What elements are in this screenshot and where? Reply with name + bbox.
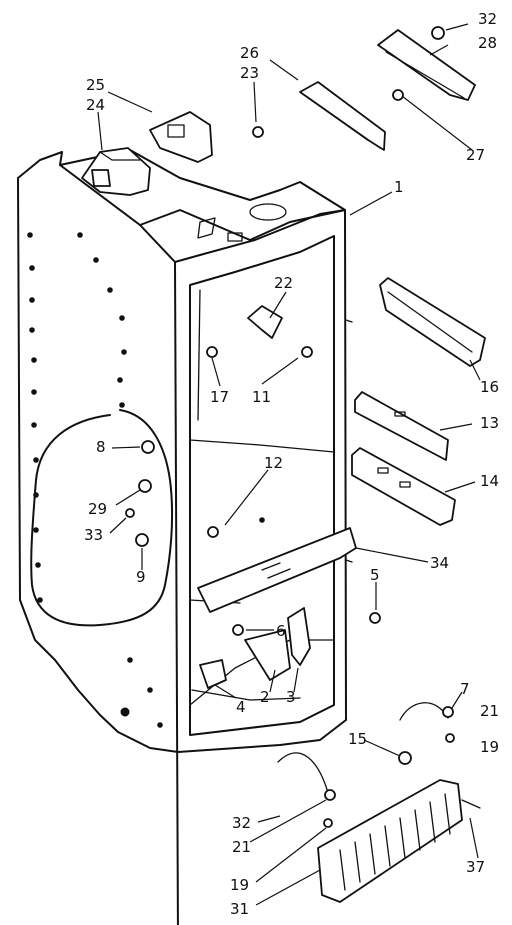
callout-9: 9 bbox=[136, 568, 146, 586]
callout-31: 31 bbox=[230, 900, 249, 918]
part-shelf-16 bbox=[379, 277, 486, 367]
callout-labels: 32 28 26 23 25 24 27 1 22 16 17 11 13 8 … bbox=[84, 10, 499, 918]
part-bracket-28 bbox=[377, 26, 476, 101]
callout-21-right: 21 bbox=[480, 702, 499, 720]
callout-33: 33 bbox=[84, 526, 103, 544]
callout-8: 8 bbox=[96, 438, 106, 456]
detail-outline bbox=[30, 409, 174, 627]
callout-25: 25 bbox=[86, 76, 105, 94]
callout-14: 14 bbox=[480, 472, 499, 490]
callout-19-left: 19 bbox=[230, 876, 249, 894]
callout-30: 32 bbox=[478, 10, 497, 28]
callout-6: 6 bbox=[276, 622, 286, 640]
callout-23: 23 bbox=[240, 64, 259, 82]
part-switch-3 bbox=[287, 607, 311, 666]
part-screws bbox=[125, 89, 404, 636]
part-bracket-22 bbox=[247, 305, 283, 339]
callout-26: 26 bbox=[240, 44, 259, 62]
callout-11: 11 bbox=[252, 388, 271, 406]
leader-lines bbox=[97, 23, 481, 906]
callout-4: 4 bbox=[236, 698, 246, 716]
callout-16: 16 bbox=[480, 378, 499, 396]
callout-1: 1 bbox=[394, 178, 404, 196]
callout-32: 32 bbox=[232, 814, 251, 832]
part-cover-2 bbox=[244, 629, 291, 681]
callout-22: 22 bbox=[274, 274, 293, 292]
callout-3: 3 bbox=[286, 688, 296, 706]
part-bracket-25 bbox=[149, 111, 213, 163]
callout-28: 28 bbox=[478, 34, 497, 52]
callout-34: 34 bbox=[430, 554, 449, 572]
part-bracket-24 bbox=[81, 147, 151, 196]
callout-17: 17 bbox=[210, 388, 229, 406]
callout-12: 12 bbox=[264, 454, 283, 472]
callout-24: 24 bbox=[86, 96, 105, 114]
part-bracket-26 bbox=[299, 81, 386, 151]
callout-29: 29 bbox=[88, 500, 107, 518]
callout-27: 27 bbox=[466, 146, 485, 164]
callout-13: 13 bbox=[480, 414, 499, 432]
part-bracket-4 bbox=[199, 659, 227, 689]
refrigerator-cabinet bbox=[17, 149, 353, 925]
part-shelf-13 bbox=[354, 391, 449, 461]
part-heater-31 bbox=[277, 702, 481, 903]
callout-2: 2 bbox=[260, 688, 270, 706]
callout-21-left: 21 bbox=[232, 838, 251, 856]
callout-19-right: 19 bbox=[480, 738, 499, 756]
part-shelf-14 bbox=[351, 447, 456, 526]
callout-7: 7 bbox=[460, 680, 470, 698]
callout-37: 37 bbox=[466, 858, 485, 876]
callout-15: 15 bbox=[348, 730, 367, 748]
part-trim-34 bbox=[197, 527, 357, 613]
callout-5: 5 bbox=[370, 566, 380, 584]
